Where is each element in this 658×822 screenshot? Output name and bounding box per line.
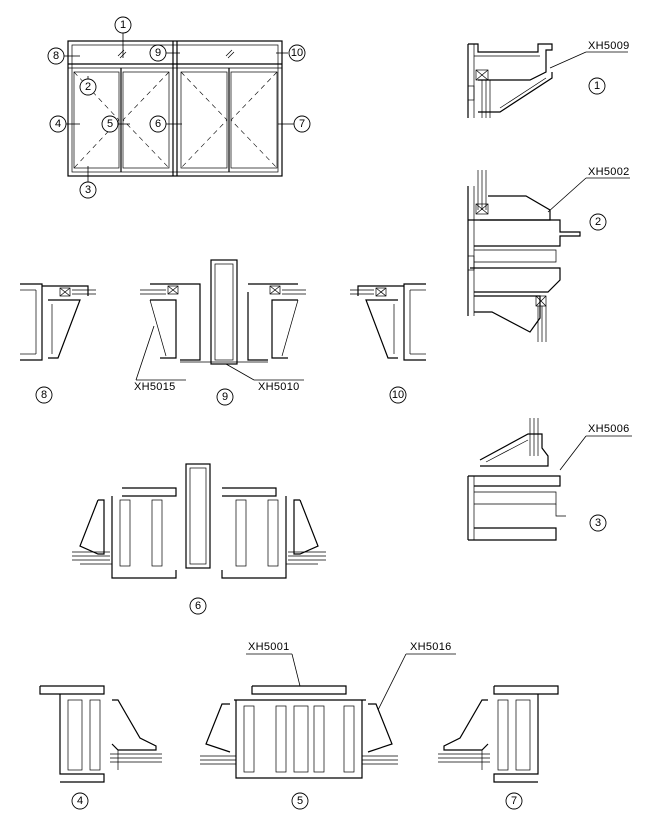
code-xh5006: XH5006 [588,423,630,435]
svg-text:3: 3 [595,517,601,529]
section-8-label: 8 [35,386,53,404]
svg-text:2: 2 [595,216,601,228]
section-1-profile [467,43,628,118]
elevation-marker: 6 [149,115,167,133]
svg-text:4: 4 [77,795,83,807]
elevation-marker: 5 [101,115,119,133]
elevation-marker: 8 [47,47,65,65]
section-6-profile [72,463,326,579]
section-3-label: 3 [589,514,607,532]
elevation-marker: 9 [149,44,167,62]
section-9-profile [135,259,306,381]
code-xh5001: XH5001 [248,641,290,653]
code-xh5009: XH5009 [588,40,630,52]
section-4-profile [39,685,162,783]
section-5-profile [200,653,456,779]
window-elevation [64,33,294,182]
section-3-profile [467,418,632,541]
section-8-profile [20,283,96,361]
section-10-label: 10 [389,386,407,404]
svg-text:6: 6 [195,600,201,612]
svg-text:1: 1 [594,80,600,92]
elevation-marker: 10 [288,44,306,62]
elevation-marker: 1 [114,16,132,34]
section-5-label: 5 [291,792,309,810]
section-6-label: 6 [189,597,207,615]
section-10-profile [350,283,426,361]
svg-text:9: 9 [155,47,161,59]
svg-text:9: 9 [222,391,228,403]
code-xh5016: XH5016 [410,641,452,653]
elevation-marker: 7 [293,115,311,133]
section-7-profile [438,685,559,783]
elevation-marker: 4 [49,115,67,133]
code-xh5010: XH5010 [258,381,300,393]
svg-text:10: 10 [392,389,404,401]
section-2-label: 2 [589,213,607,231]
elevation-markers: 1 8 2 9 10 4 5 6 7 3 [47,16,311,199]
section-2-profile [467,170,630,342]
svg-text:8: 8 [53,50,59,62]
section-4-label: 4 [71,792,89,810]
svg-text:7: 7 [299,118,305,130]
svg-text:5: 5 [297,795,303,807]
svg-text:8: 8 [41,389,47,401]
svg-text:1: 1 [120,19,126,31]
svg-text:3: 3 [85,184,91,196]
svg-text:2: 2 [85,81,91,93]
svg-text:7: 7 [511,795,517,807]
code-xh5015: XH5015 [134,381,176,393]
svg-text:10: 10 [291,47,303,59]
section-9-label: 9 [216,388,234,406]
code-xh5002: XH5002 [588,166,630,178]
svg-text:6: 6 [155,118,161,130]
svg-text:5: 5 [107,118,113,130]
section-1-label: 1 [588,77,606,95]
elevation-marker: 2 [79,78,97,96]
svg-text:4: 4 [55,118,61,130]
elevation-marker: 3 [79,181,97,199]
section-7-label: 7 [505,792,523,810]
